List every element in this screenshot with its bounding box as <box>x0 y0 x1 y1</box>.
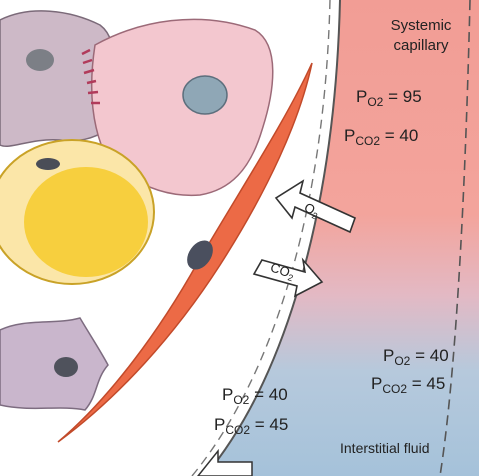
interstitial-pco2: PCO2 = 45 <box>371 375 445 395</box>
pink-cell-nucleus <box>183 76 227 114</box>
fat-cell-nucleus <box>36 158 60 170</box>
capillary-label-line1: Systemic <box>366 16 476 36</box>
venous-po2: PO2 = 40 <box>222 386 288 406</box>
capillary-label-line2: capillary <box>366 36 476 56</box>
capillary-po2: PO2 = 95 <box>356 88 422 108</box>
capillary-pco2: PCO2 = 40 <box>344 127 418 147</box>
interstitial-po2: PO2 = 40 <box>383 347 449 367</box>
fibroblast-cell <box>0 318 108 410</box>
fat-droplet <box>24 167 148 277</box>
fibroblast-nucleus <box>54 357 78 377</box>
interstitial-fluid-label: Interstitial fluid <box>340 441 429 455</box>
capillary-label: Systemic capillary <box>366 16 476 56</box>
venous-pco2: PCO2 = 45 <box>214 416 288 436</box>
gray-cell-nucleus <box>26 49 54 71</box>
